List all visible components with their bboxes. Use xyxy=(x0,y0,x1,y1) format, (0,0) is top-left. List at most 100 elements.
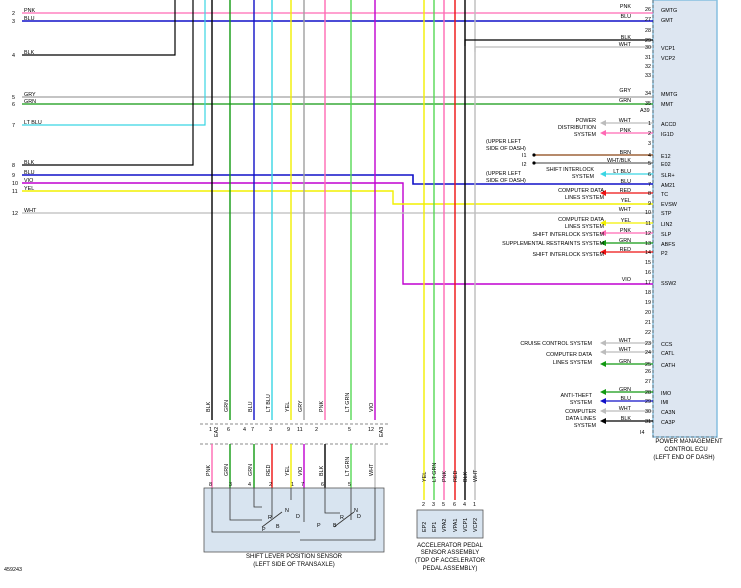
ecu-pin-name: P2 xyxy=(661,251,668,257)
ecu-pin-number: 1 xyxy=(648,121,651,127)
ecu-pin-number: 33 xyxy=(645,73,651,79)
accel-sensor-pin: 2 xyxy=(422,502,425,508)
sensor-switch-blade xyxy=(261,511,283,528)
ecu-pin-number: 18 xyxy=(645,290,651,296)
left-pin-number: 6 xyxy=(12,102,15,108)
stub-grn-abfs-arrow xyxy=(600,240,606,246)
ecu-wire-label: RED xyxy=(620,188,631,194)
shift-sensor-location: (LEFT SIDE OF TRANSAXLE) xyxy=(253,562,334,568)
shift-sensor-wire-label: BLU xyxy=(248,401,254,412)
ecu-pin-number: 31 xyxy=(645,419,651,425)
stub-blu-imi-arrow xyxy=(600,398,606,404)
ecu-connector-id: A39 xyxy=(640,108,650,114)
accel-sensor-wire-label: WHT xyxy=(473,469,479,482)
ecu-wire-label: WHT/BLK xyxy=(607,158,631,164)
ecu-pin-number: 22 xyxy=(645,330,651,336)
ecu-pin-name: EVSW xyxy=(661,202,678,208)
shift-position-letter: N xyxy=(285,508,289,514)
shift-sensor-pin: 4 xyxy=(248,482,251,488)
dest-label-location: SIDE OF DASH) xyxy=(486,146,526,152)
stub-pnk-ig1d-arrow xyxy=(600,130,606,136)
stub-yel-lin2-arrow xyxy=(600,220,606,226)
sensor-internal-circuit xyxy=(211,488,300,533)
accelerator-pedal-sensor xyxy=(416,509,484,539)
dest-label-cruise-control: CRUISE CONTROL SYSTEM xyxy=(520,341,592,347)
left-wire-label: BLK xyxy=(24,50,35,56)
stub-grn-imo-arrow xyxy=(600,389,606,395)
ecu-pin-number: 25 xyxy=(645,362,651,368)
dest-label-shift-interlock: SHIFT INTERLOCK SYSTEM xyxy=(533,252,605,258)
ecu-pin-name: GMT xyxy=(661,18,674,24)
ecu-wire-label: WHT xyxy=(619,347,632,353)
accel-sensor-location: PEDAL ASSEMBLY) xyxy=(423,566,478,572)
shift-sensor-wire-label: LT GRN xyxy=(345,457,351,476)
shift-position-letter: D xyxy=(357,514,361,520)
ecu-wire-label: BLU xyxy=(621,396,632,402)
ecu-pin-number: 24 xyxy=(645,350,651,356)
accel-sensor-wire-label: BLK xyxy=(463,471,469,482)
shift-sensor-connector-ea2: EA2 xyxy=(214,427,220,437)
shift-position-letter: P xyxy=(317,523,321,529)
shift-sensor-pin: 6 xyxy=(227,427,230,433)
accel-sensor-title: ACCELERATOR PEDAL xyxy=(417,543,483,549)
ecu-pin-name: GMTG xyxy=(661,8,677,14)
stub-red-p2-arrow xyxy=(600,249,606,255)
ecu-pin-number: 20 xyxy=(645,310,651,316)
ecu-pin-name: SSW2 xyxy=(661,281,676,287)
stub-wht-accd-arrow xyxy=(600,120,606,126)
ecu-pin-number: 6 xyxy=(648,172,651,178)
junction-dot xyxy=(532,153,536,157)
ecu-pin-name: SLR+ xyxy=(661,173,675,179)
ecu-pin-name: CA3N xyxy=(661,410,675,416)
wire-blk-29 xyxy=(464,39,653,46)
shift-sensor-pin: 7 xyxy=(251,427,254,433)
accel-sensor-terminal: EP1 xyxy=(432,522,438,532)
shift-sensor-wire-label: LT GRN xyxy=(345,393,351,412)
shift-position-letter: P xyxy=(262,527,266,533)
shift-sensor-wire-label: GRN xyxy=(224,400,230,412)
ecu-wire-label: BLU xyxy=(621,14,632,20)
shift-sensor-wire-label: VIO xyxy=(298,467,304,476)
dest-label-location: SIDE OF DASH) xyxy=(486,178,526,184)
ecu-pin-name: LIN2 xyxy=(661,222,672,228)
stub-wht-ccs-arrow xyxy=(600,340,606,346)
ecu-pin-number: 15 xyxy=(645,260,651,266)
accel-sensor-pin: 3 xyxy=(432,502,435,508)
left-pin-number: 11 xyxy=(12,189,18,195)
accel-sensor-wire-label: LT GRN xyxy=(432,463,438,482)
ecu-body xyxy=(652,0,718,438)
shift-sensor-pin: 12 xyxy=(368,427,374,433)
ecu-pin-number: 29 xyxy=(645,38,651,44)
shift-sensor-pin: 11 xyxy=(297,427,303,433)
ecu-title: CONTROL ECU xyxy=(664,447,707,453)
shift-sensor-wire-label: GRN xyxy=(248,464,254,476)
shift-sensor-connector-ea3: EA3 xyxy=(379,427,385,437)
wire-layer xyxy=(22,0,718,553)
shift-position-letter: B xyxy=(333,523,337,529)
shift-sensor-title: SHIFT LEVER POSITION SENSOR xyxy=(246,554,343,560)
accel-sensor-terminal: VPA2 xyxy=(442,519,448,532)
sensor-internal-circuit xyxy=(229,488,262,521)
ecu-pin-number: 21 xyxy=(645,320,651,326)
dest-label-srs: SUPPLEMENTAL RESTRAINTS SYSTEM xyxy=(502,241,604,247)
dest-label-location: (UPPER LEFT xyxy=(486,139,522,145)
left-wire-label: BLK xyxy=(24,160,35,166)
connector-i1: I1 xyxy=(522,153,527,159)
ecu-wire-label: PNK xyxy=(620,4,631,10)
ecu-pin-number: 26 xyxy=(645,369,651,375)
ecu-wire-label: GRN xyxy=(619,238,631,244)
shift-sensor-wire-label: BLK xyxy=(319,465,325,476)
stub-grn-cath-arrow xyxy=(600,361,606,367)
left-wire-label: WHT xyxy=(24,208,37,214)
left-wire-label: BLU xyxy=(24,16,35,22)
ecu-pin-number: 9 xyxy=(648,201,651,207)
ecu-pin-number: 13 xyxy=(645,241,651,247)
shift-sensor-wire-label: YEL xyxy=(285,466,291,476)
dest-label-power-distribution: DISTRIBUTION xyxy=(558,125,596,131)
shift-sensor-pin: 4 xyxy=(243,427,246,433)
shift-sensor-wire-label: WHT xyxy=(369,463,375,476)
left-pin-number: 3 xyxy=(12,19,15,25)
left-pin-number: 2 xyxy=(12,11,15,17)
ecu-pin-number: 4 xyxy=(648,153,651,159)
